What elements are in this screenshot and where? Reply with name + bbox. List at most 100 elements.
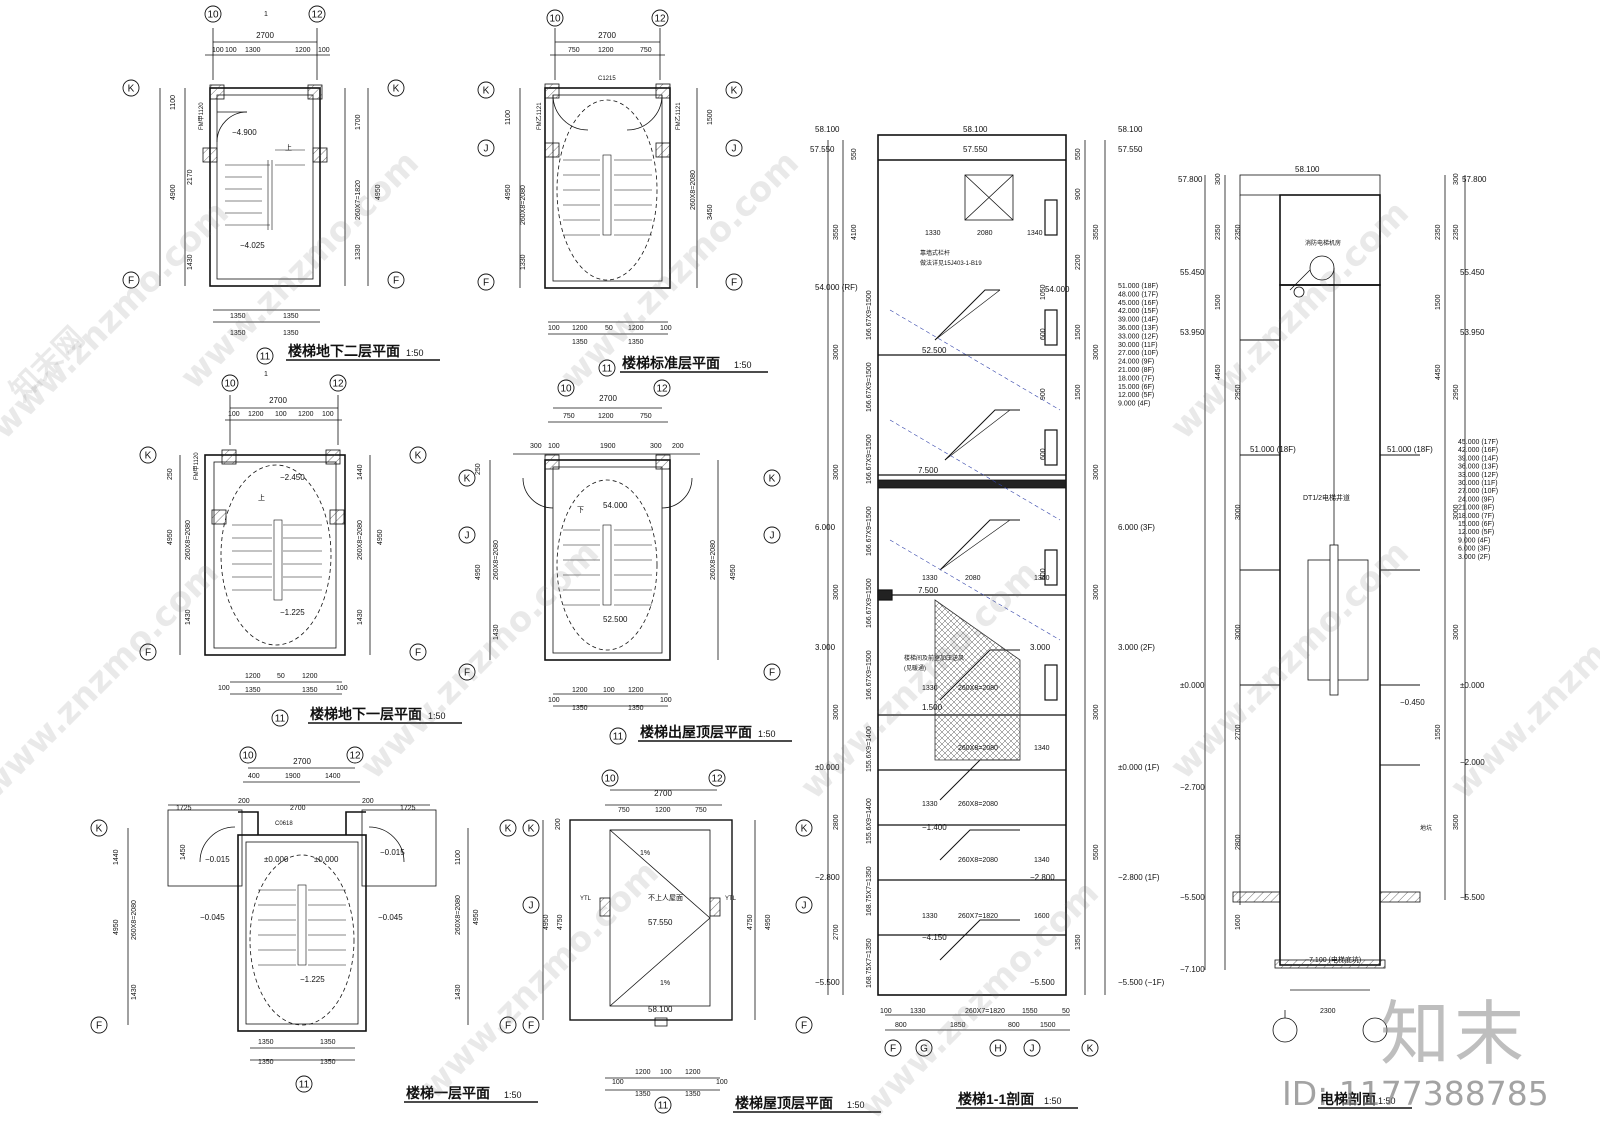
plan-ground [127,767,469,1061]
grid-axis-bubble: F [90,1016,108,1034]
floor-elevation: 15.000 (6F) [1458,521,1494,528]
dimension-text: 55.450 [1180,268,1205,277]
grid-axis-label: 12 [656,384,668,395]
dimension-text: 50 [277,673,285,680]
dimension-text: 1200 [302,673,318,680]
dimension-text: 1340 [1034,745,1050,752]
dimension-text: 2350 [1453,224,1460,240]
dimension-text: 1350 [635,1091,651,1098]
drawing-scale: 1:50 [847,1100,865,1110]
dimension-text: 100 [660,697,672,704]
dimension-text: −2.700 [1180,783,1205,792]
dimension-text: 消防电梯机房 [1305,239,1341,247]
floor-elevation: 3.000 (2F) [1458,554,1490,561]
dimension-text: 100 [228,411,240,418]
dimension-text: 52.500 [603,615,628,624]
dimension-text: 1% [640,850,650,857]
grid-axis-label: K [393,84,400,95]
dimension-text: −4.150 [922,933,947,942]
drawing-title: 楼梯标准层平面 [622,355,720,371]
dimension-text: 750 [618,807,630,814]
grid-axis-label: 10 [242,751,254,762]
dimension-text: 2170 [187,169,194,185]
plan-standard [519,28,698,335]
dimension-text: 1200 [298,411,314,418]
grid-axis-bubble: F [477,273,495,291]
grid-axis-label: 10 [224,379,236,390]
dimension-text: −0.045 [200,913,225,922]
dimension-text: 1440 [357,464,364,480]
dimension-text: 1200 [572,687,588,694]
dimension-text: 750 [695,807,707,814]
image-id: ID: 1177388785 [1282,1074,1549,1113]
dimension-text: 1350 [230,313,246,320]
dimension-text: 1500 [1040,1022,1056,1029]
dimension-text: FM甲1120 [193,452,200,480]
grid-axis-label: K [128,84,135,95]
riser-dimension: 155.6X9=1400 [866,726,873,772]
drawing-scale: 1:50 [1044,1096,1062,1106]
grid-axis-label: F [890,1044,896,1055]
dimension-text: 900 [1040,388,1047,400]
grid-axis-label: F [393,276,399,287]
dimension-text: 4100 [851,224,858,240]
dimension-text: 1550 [1435,724,1442,740]
grid-axis-label: 11 [613,732,624,743]
dimension-text: 3000 [1453,624,1460,640]
dimension-text: 4450 [1215,364,1222,380]
drawing-scale: 1:50 [758,729,776,739]
dimension-text: 1350 [572,339,588,346]
grid-axis-bubble: F [522,1016,540,1034]
dimension-text: FM乙1121 [536,102,543,130]
dimension-text: 1350 [628,705,644,712]
dimension-text: 100 [548,443,560,450]
grid-axis-label: 12 [711,774,723,785]
floor-elevation: 21.000 (8F) [1118,367,1154,374]
dimension-text: 1500 [1075,384,1082,400]
dimension-text: 52.500 [922,346,947,355]
grid-axis-bubble: F [795,1016,813,1034]
dimension-text: 1200 [635,1069,651,1076]
dimension-text: 1500 [1215,294,1222,310]
dimension-text: ±0.000 [1180,681,1205,690]
grid-axis-bubble: F [122,271,140,289]
dimension-text: 4950 [730,564,737,580]
plan-b2 [159,28,369,323]
dimension-text: −5.500 [1460,893,1485,902]
dimension-text: 4950 [543,914,550,930]
dimension-text: 54.000 (RF) [815,283,858,292]
dimension-text: −2.800 [815,873,840,882]
dimension-text: 2950 [1235,384,1242,400]
dimension-text: 4950 [375,184,382,200]
dimension-text: 1200 [598,413,614,420]
dimension-text: −5.500 [1180,893,1205,902]
grid-axis-bubble: K [409,446,427,464]
dimension-text: 2700 [654,789,672,798]
dimension-text: 3000 [1093,704,1100,720]
dimension-text: 260X8=2080 [357,520,364,560]
riser-dimension: 168.75X7=1350 [866,938,873,988]
dimension-text: 100 [660,1069,672,1076]
dimension-text: 1440 [113,849,120,865]
dimension-text: 1350 [320,1039,336,1046]
dimension-text: 54.000 [1045,285,1070,294]
dimension-text: 地坑 [1420,824,1432,832]
grid-axis-label: F [769,668,775,679]
dimension-text: −4.900 [232,128,257,137]
grid-axis-label: K [528,824,535,835]
dimension-text: 1330 [922,685,938,692]
grid-axis-label: K [415,451,422,462]
grid-axis-bubble: 10 [204,5,222,23]
dimension-text: 57.550 [648,918,673,927]
dimension-text: 51.000 (18F) [1387,445,1433,454]
grid-axis-bubble: K [499,819,517,837]
dimension-text: 300 [530,443,542,450]
dimension-text: 100 [603,687,615,694]
dimension-text: 1350 [302,687,318,694]
dimension-text: 250 [475,463,482,475]
floor-elevation: 15.000 (6F) [1118,384,1154,391]
grid-axis-label: F [528,1021,534,1032]
dimension-text: 1430 [357,609,364,625]
dimension-text: 550 [1075,148,1082,160]
floor-elevation: 9.000 (4F) [1458,537,1490,544]
